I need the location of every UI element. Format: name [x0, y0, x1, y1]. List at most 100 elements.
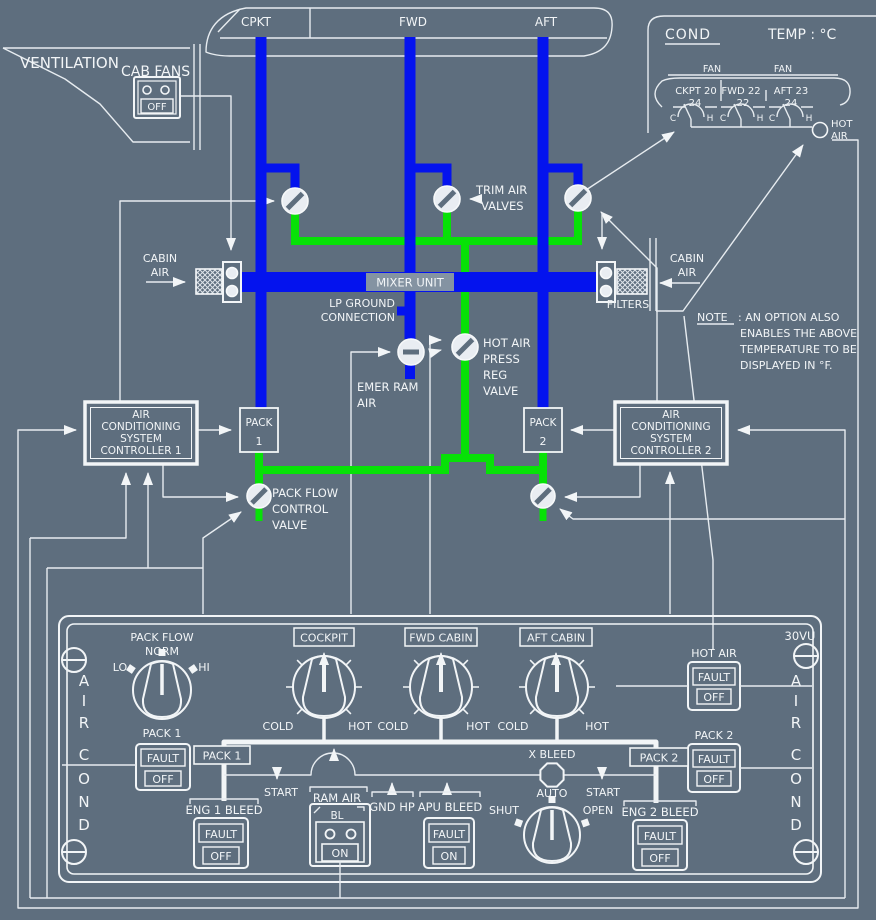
svg-text:FAULT: FAULT — [205, 828, 238, 841]
screw-bottom-right-icon — [793, 839, 819, 865]
svg-text:I: I — [82, 692, 86, 710]
svg-text:CONNECTION: CONNECTION — [321, 311, 395, 324]
svg-text:ENABLES THE ABOVE: ENABLES THE ABOVE — [740, 327, 857, 340]
trim-air-valve-2 — [433, 185, 461, 213]
svg-text:CONTROL: CONTROL — [272, 502, 329, 516]
pack1-knob-sub: PACK 1 — [143, 727, 182, 740]
cockpit-cold: COLD — [263, 720, 294, 733]
fan-label-1: FAN — [703, 64, 721, 75]
label-pack-flow-control-valve: PACK FLOW — [272, 486, 338, 500]
ram-air-label: RAM AIR — [313, 791, 361, 805]
svg-text:OFF: OFF — [703, 691, 724, 704]
svg-text:AIR: AIR — [357, 396, 376, 410]
label-emer-ram-air: EMER RAM — [357, 380, 418, 394]
svg-text:O: O — [78, 770, 90, 788]
pack-flow-knob[interactable] — [126, 649, 198, 720]
svg-text:CONTROLLER 1: CONTROLLER 1 — [100, 445, 181, 457]
label-cabin-air-right: CABIN — [670, 252, 704, 265]
cabin-air-fan-right — [596, 261, 648, 303]
apu-bracket — [419, 791, 481, 797]
svg-text:PRESS: PRESS — [483, 352, 520, 366]
svg-text:REG: REG — [483, 368, 507, 382]
svg-text:ON: ON — [441, 850, 458, 863]
fwd-cabin-temp-knob[interactable] — [403, 655, 479, 740]
apu-bleed-label: APU BLEED — [418, 800, 483, 814]
pack1-tag: PACK 1 — [193, 745, 251, 765]
mixer-unit: MIXER UNIT — [222, 272, 600, 292]
fwd-cabin-cold: COLD — [378, 720, 409, 733]
gnd-hp-bracket — [371, 791, 414, 797]
svg-text:OFF: OFF — [210, 850, 231, 863]
aft-cabin-hot: HOT — [585, 720, 609, 733]
eng2-bleed-button[interactable]: FAULT OFF — [632, 819, 688, 871]
trim-air-valve-3 — [564, 184, 592, 212]
hot-air-port-label-1: HOT — [831, 119, 853, 130]
hot-air-press-reg-valve — [451, 333, 479, 361]
routing-lines — [17, 44, 859, 909]
svg-text:PACK: PACK — [530, 417, 558, 429]
cond-gauge-aft: C H — [769, 103, 812, 124]
svg-text:C: C — [791, 746, 801, 764]
trim-air-valve-1 — [281, 187, 309, 215]
cond-zone2: FWD 22 — [721, 86, 760, 97]
pack-flow-lo: LO — [113, 661, 128, 674]
pack1-fault-off-button[interactable]: FAULT OFF — [135, 743, 191, 791]
mixer-unit-label: MIXER UNIT — [376, 276, 445, 290]
svg-text:O: O — [790, 770, 802, 788]
aft-cabin-temp-group: AFT CABIN COLD HOT — [498, 627, 609, 740]
svg-text:VALVE: VALVE — [483, 384, 518, 398]
bleed-subpanel: PACK 1 PACK 2 START START X BLEED AUTO S… — [185, 739, 699, 871]
ram-air-on: ON — [332, 847, 349, 860]
pack2-fault-off-button[interactable]: FAULT OFF — [687, 743, 741, 793]
svg-text:AIR: AIR — [132, 409, 150, 421]
svg-text:CONDITIONING: CONDITIONING — [631, 421, 710, 433]
cond-temp-display: COND TEMP : °C FAN FAN CKPT 20 FWD 22 AF… — [647, 15, 876, 142]
svg-text:C: C — [670, 114, 676, 124]
svg-text:TEMPERATURE TO BE: TEMPERATURE TO BE — [739, 343, 857, 356]
svg-text:1: 1 — [256, 435, 263, 448]
svg-text:N: N — [78, 793, 89, 811]
cab-fans-button[interactable]: OFF — [133, 76, 181, 119]
cond-unit: TEMP : °C — [767, 27, 837, 43]
cabin-air-fan-left — [195, 261, 242, 303]
pack2-button-label: PACK 2 — [695, 729, 734, 742]
svg-text:FAULT: FAULT — [644, 830, 677, 843]
panel-id-30vu: 30VU — [785, 629, 816, 643]
ram-air-indicator-1 — [324, 828, 336, 840]
svg-text:OFF: OFF — [703, 773, 724, 786]
cockpit-temp-knob[interactable] — [286, 655, 362, 740]
svg-text:A: A — [79, 672, 90, 690]
cond-value1: 24 — [689, 98, 702, 109]
overhead-panel: 30VU A I R C O N D A I R C O — [58, 615, 822, 883]
air-cond-controller-2: AIR CONDITIONING SYSTEM CONTROLLER 2 — [613, 400, 729, 466]
xbleed-selector-knob[interactable] — [514, 796, 590, 864]
hot-air-port-icon — [811, 121, 829, 139]
svg-text:N: N — [790, 793, 801, 811]
cab-fans-indicator-1 — [142, 85, 152, 95]
pack-flow-control-valve-1 — [246, 483, 272, 509]
ram-air-guard-switch[interactable]: BL ON — [309, 803, 371, 867]
apu-bleed-button[interactable]: FAULT ON — [423, 817, 475, 869]
label-trim-air-valves: TRIM AIR — [475, 183, 527, 197]
svg-text:D: D — [790, 816, 802, 834]
svg-text:H: H — [707, 114, 714, 124]
label-hot-air-press-reg-valve: HOT AIR — [483, 336, 531, 350]
fwd-cabin-label: FWD CABIN — [409, 632, 472, 645]
eng1-bleed-button[interactable]: FAULT OFF — [193, 817, 249, 869]
hot-air-button-label: HOT AIR — [691, 647, 737, 660]
xbleed-port-icon — [539, 762, 565, 788]
zone-label-cpkt: CPKT — [241, 15, 272, 29]
aft-cabin-temp-knob[interactable] — [519, 655, 595, 740]
cab-fans-indicator-2 — [160, 85, 170, 95]
air-cond-title-left: A I R C O N D — [78, 672, 90, 834]
hot-air-fault-off-button[interactable]: FAULT OFF — [687, 661, 741, 711]
ram-air-indicator-2 — [345, 828, 357, 840]
zone-label-aft: AFT — [535, 15, 558, 29]
svg-text:VALVE: VALVE — [272, 518, 307, 532]
air-cond-title-right: A I R C O N D — [790, 672, 802, 834]
svg-text:PACK 1: PACK 1 — [203, 750, 242, 763]
air-cond-controller-1: AIR CONDITIONING SYSTEM CONTROLLER 1 — [83, 400, 199, 466]
screw-top-left-icon — [61, 647, 87, 673]
label-filters: FILTERS — [607, 298, 649, 311]
